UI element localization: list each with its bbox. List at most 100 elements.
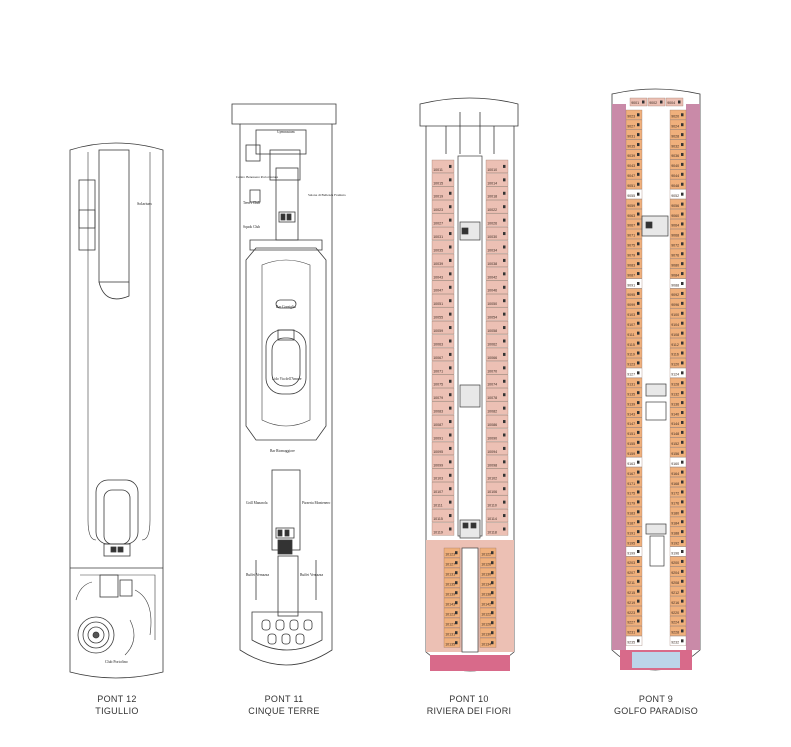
cabin[interactable]: 9071: [625, 228, 643, 239]
cabin[interactable]: 10039: [431, 253, 455, 267]
cabin[interactable]: 9216: [669, 596, 687, 607]
cabin[interactable]: 10083: [431, 401, 455, 415]
cabin[interactable]: 10134: [479, 637, 497, 648]
cabin[interactable]: 9139: [625, 397, 643, 408]
cabin[interactable]: 9068: [669, 228, 687, 239]
cabin[interactable]: 10110: [485, 495, 509, 509]
cabin[interactable]: 9088: [669, 278, 687, 289]
cabin[interactable]: 10126: [479, 617, 497, 628]
cabin[interactable]: 10046: [485, 280, 509, 294]
cabin[interactable]: 9207: [625, 566, 643, 577]
cabin[interactable]: 9147: [625, 417, 643, 428]
cabin[interactable]: 10058: [485, 320, 509, 335]
cabin[interactable]: 10090: [485, 428, 509, 442]
cabin[interactable]: 9163: [625, 457, 643, 468]
cabin[interactable]: 10050: [485, 294, 509, 308]
cabin[interactable]: 10142: [479, 597, 497, 608]
cabin[interactable]: 9059: [625, 199, 643, 210]
deck-9-plan[interactable]: [611, 88, 701, 671]
deck-11-plan[interactable]: [231, 103, 337, 666]
cabin[interactable]: 9212: [669, 586, 687, 597]
cabin[interactable]: 10130: [479, 567, 497, 578]
cabin[interactable]: 10079: [431, 388, 455, 402]
cabin[interactable]: 9095: [625, 288, 643, 299]
cabin[interactable]: 9148: [669, 427, 687, 438]
cabin[interactable]: 9055: [625, 189, 643, 200]
cabin[interactable]: 10030: [485, 226, 509, 241]
cabin[interactable]: 9111: [625, 328, 643, 339]
cabin[interactable]: 9132: [669, 387, 687, 398]
cabin[interactable]: 9224: [669, 616, 687, 626]
cabin[interactable]: 9168: [669, 477, 687, 487]
cabin[interactable]: 9231: [625, 625, 643, 636]
cabin[interactable]: 9131: [625, 377, 643, 388]
cabin[interactable]: 9164: [669, 467, 687, 478]
cabin[interactable]: 9128: [669, 377, 687, 388]
cabin[interactable]: 10063: [431, 334, 455, 348]
cabin[interactable]: 9087: [625, 268, 643, 279]
cabin[interactable]: 10127: [443, 557, 461, 568]
cabin[interactable]: 9064: [669, 219, 687, 229]
cabin[interactable]: 9228: [669, 625, 687, 636]
cabin[interactable]: 10018: [485, 186, 509, 200]
cabin[interactable]: 10062: [485, 334, 509, 348]
cabin[interactable]: 10135: [443, 577, 461, 588]
cabin[interactable]: 9104: [669, 318, 687, 329]
cabin[interactable]: 10115: [431, 508, 455, 523]
cabin[interactable]: 9140: [669, 407, 687, 418]
cabin[interactable]: 9204: [669, 566, 687, 577]
cabin[interactable]: 10126: [479, 557, 497, 568]
cabin[interactable]: 9203: [625, 556, 643, 567]
cabin[interactable]: 10119: [431, 522, 455, 536]
cabin[interactable]: 10015: [431, 173, 455, 187]
cabin[interactable]: 9115: [625, 338, 643, 348]
cabin[interactable]: 10127: [443, 617, 461, 628]
cabin[interactable]: 9091: [625, 278, 643, 289]
cabin[interactable]: 10074: [485, 374, 509, 388]
cabin[interactable]: 10099: [431, 455, 455, 469]
cabin[interactable]: 9063: [625, 209, 643, 219]
cabin[interactable]: 9171: [625, 477, 643, 487]
cabin[interactable]: 9184: [669, 516, 687, 527]
cabin[interactable]: 10055: [431, 307, 455, 321]
cabin[interactable]: 9002: [647, 97, 666, 107]
cabin[interactable]: 10138: [479, 587, 497, 598]
cabin[interactable]: 10070: [485, 361, 509, 375]
cabin[interactable]: 9112: [669, 338, 687, 348]
cabin[interactable]: 9195: [625, 536, 643, 547]
cabin[interactable]: 9072: [669, 238, 687, 249]
cabin[interactable]: 9220: [669, 606, 687, 616]
cabin[interactable]: 9023: [625, 109, 643, 120]
cabin[interactable]: 9200: [669, 556, 687, 567]
cabin[interactable]: 10111: [431, 495, 455, 509]
cabin[interactable]: 9056: [669, 199, 687, 210]
cabin[interactable]: 9144: [669, 417, 687, 428]
cabin[interactable]: 9092: [669, 288, 687, 299]
cabin[interactable]: 10022: [485, 200, 509, 214]
cabin[interactable]: 9187: [625, 516, 643, 527]
cabin[interactable]: 9051: [625, 179, 643, 190]
cabin[interactable]: 10122: [479, 547, 497, 558]
cabin[interactable]: 10091: [431, 428, 455, 442]
cabin[interactable]: 9151: [625, 427, 643, 438]
cabin[interactable]: 10123: [443, 547, 461, 558]
cabin[interactable]: 10026: [485, 213, 509, 227]
cabin[interactable]: 10027: [431, 213, 455, 227]
cabin[interactable]: 10075: [431, 374, 455, 388]
cabin[interactable]: 9127: [625, 367, 643, 378]
cabin[interactable]: 10135: [443, 637, 461, 648]
cabin[interactable]: 9159: [625, 447, 643, 458]
cabin[interactable]: 10134: [479, 577, 497, 588]
cabin[interactable]: 9227: [625, 616, 643, 626]
cabin[interactable]: 9108: [669, 328, 687, 339]
cabin[interactable]: 9075: [625, 238, 643, 249]
cabin[interactable]: 9143: [625, 407, 643, 418]
cabin[interactable]: 10123: [443, 607, 461, 618]
cabin[interactable]: 9136: [669, 397, 687, 408]
cabin[interactable]: 9192: [669, 536, 687, 547]
cabin[interactable]: 9020: [669, 109, 687, 120]
cabin[interactable]: 9043: [625, 159, 643, 170]
cabin[interactable]: 9232: [669, 635, 687, 646]
cabin[interactable]: 10130: [479, 627, 497, 638]
